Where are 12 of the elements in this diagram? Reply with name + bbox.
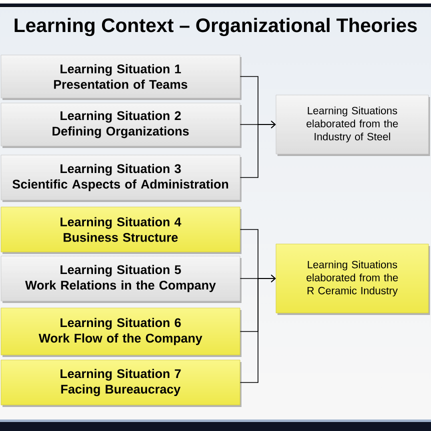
situation-box: Learning Situation 3 Scientific Aspects of Administration — [0, 154, 242, 202]
situation-box: Learning Situation 1 Presentation of Teams — [0, 54, 242, 100]
title: Learning Context – Organizational Theories — [14, 18, 417, 36]
situation-box: Learning Situation 4 Business Structure — [0, 206, 242, 254]
situation-box: Learning Situation 5 Work Relations in the Company — [0, 256, 242, 303]
summary-box: Learning Situations elaborated from the R Ceramic Industry — [276, 244, 430, 315]
situation-box: Learning Situation 7 Facing Bureaucracy — [0, 360, 242, 407]
summary-box: Learning Situations elaborated from the Industry of Steel — [276, 94, 430, 156]
connector-arrow — [240, 274, 276, 383]
situation-box: Learning Situation 2 Defining Organizations — [0, 102, 242, 148]
situation-box: Learning Situation 6 Work Flow of the Company — [0, 308, 242, 357]
connector-arrow — [240, 120, 276, 178]
